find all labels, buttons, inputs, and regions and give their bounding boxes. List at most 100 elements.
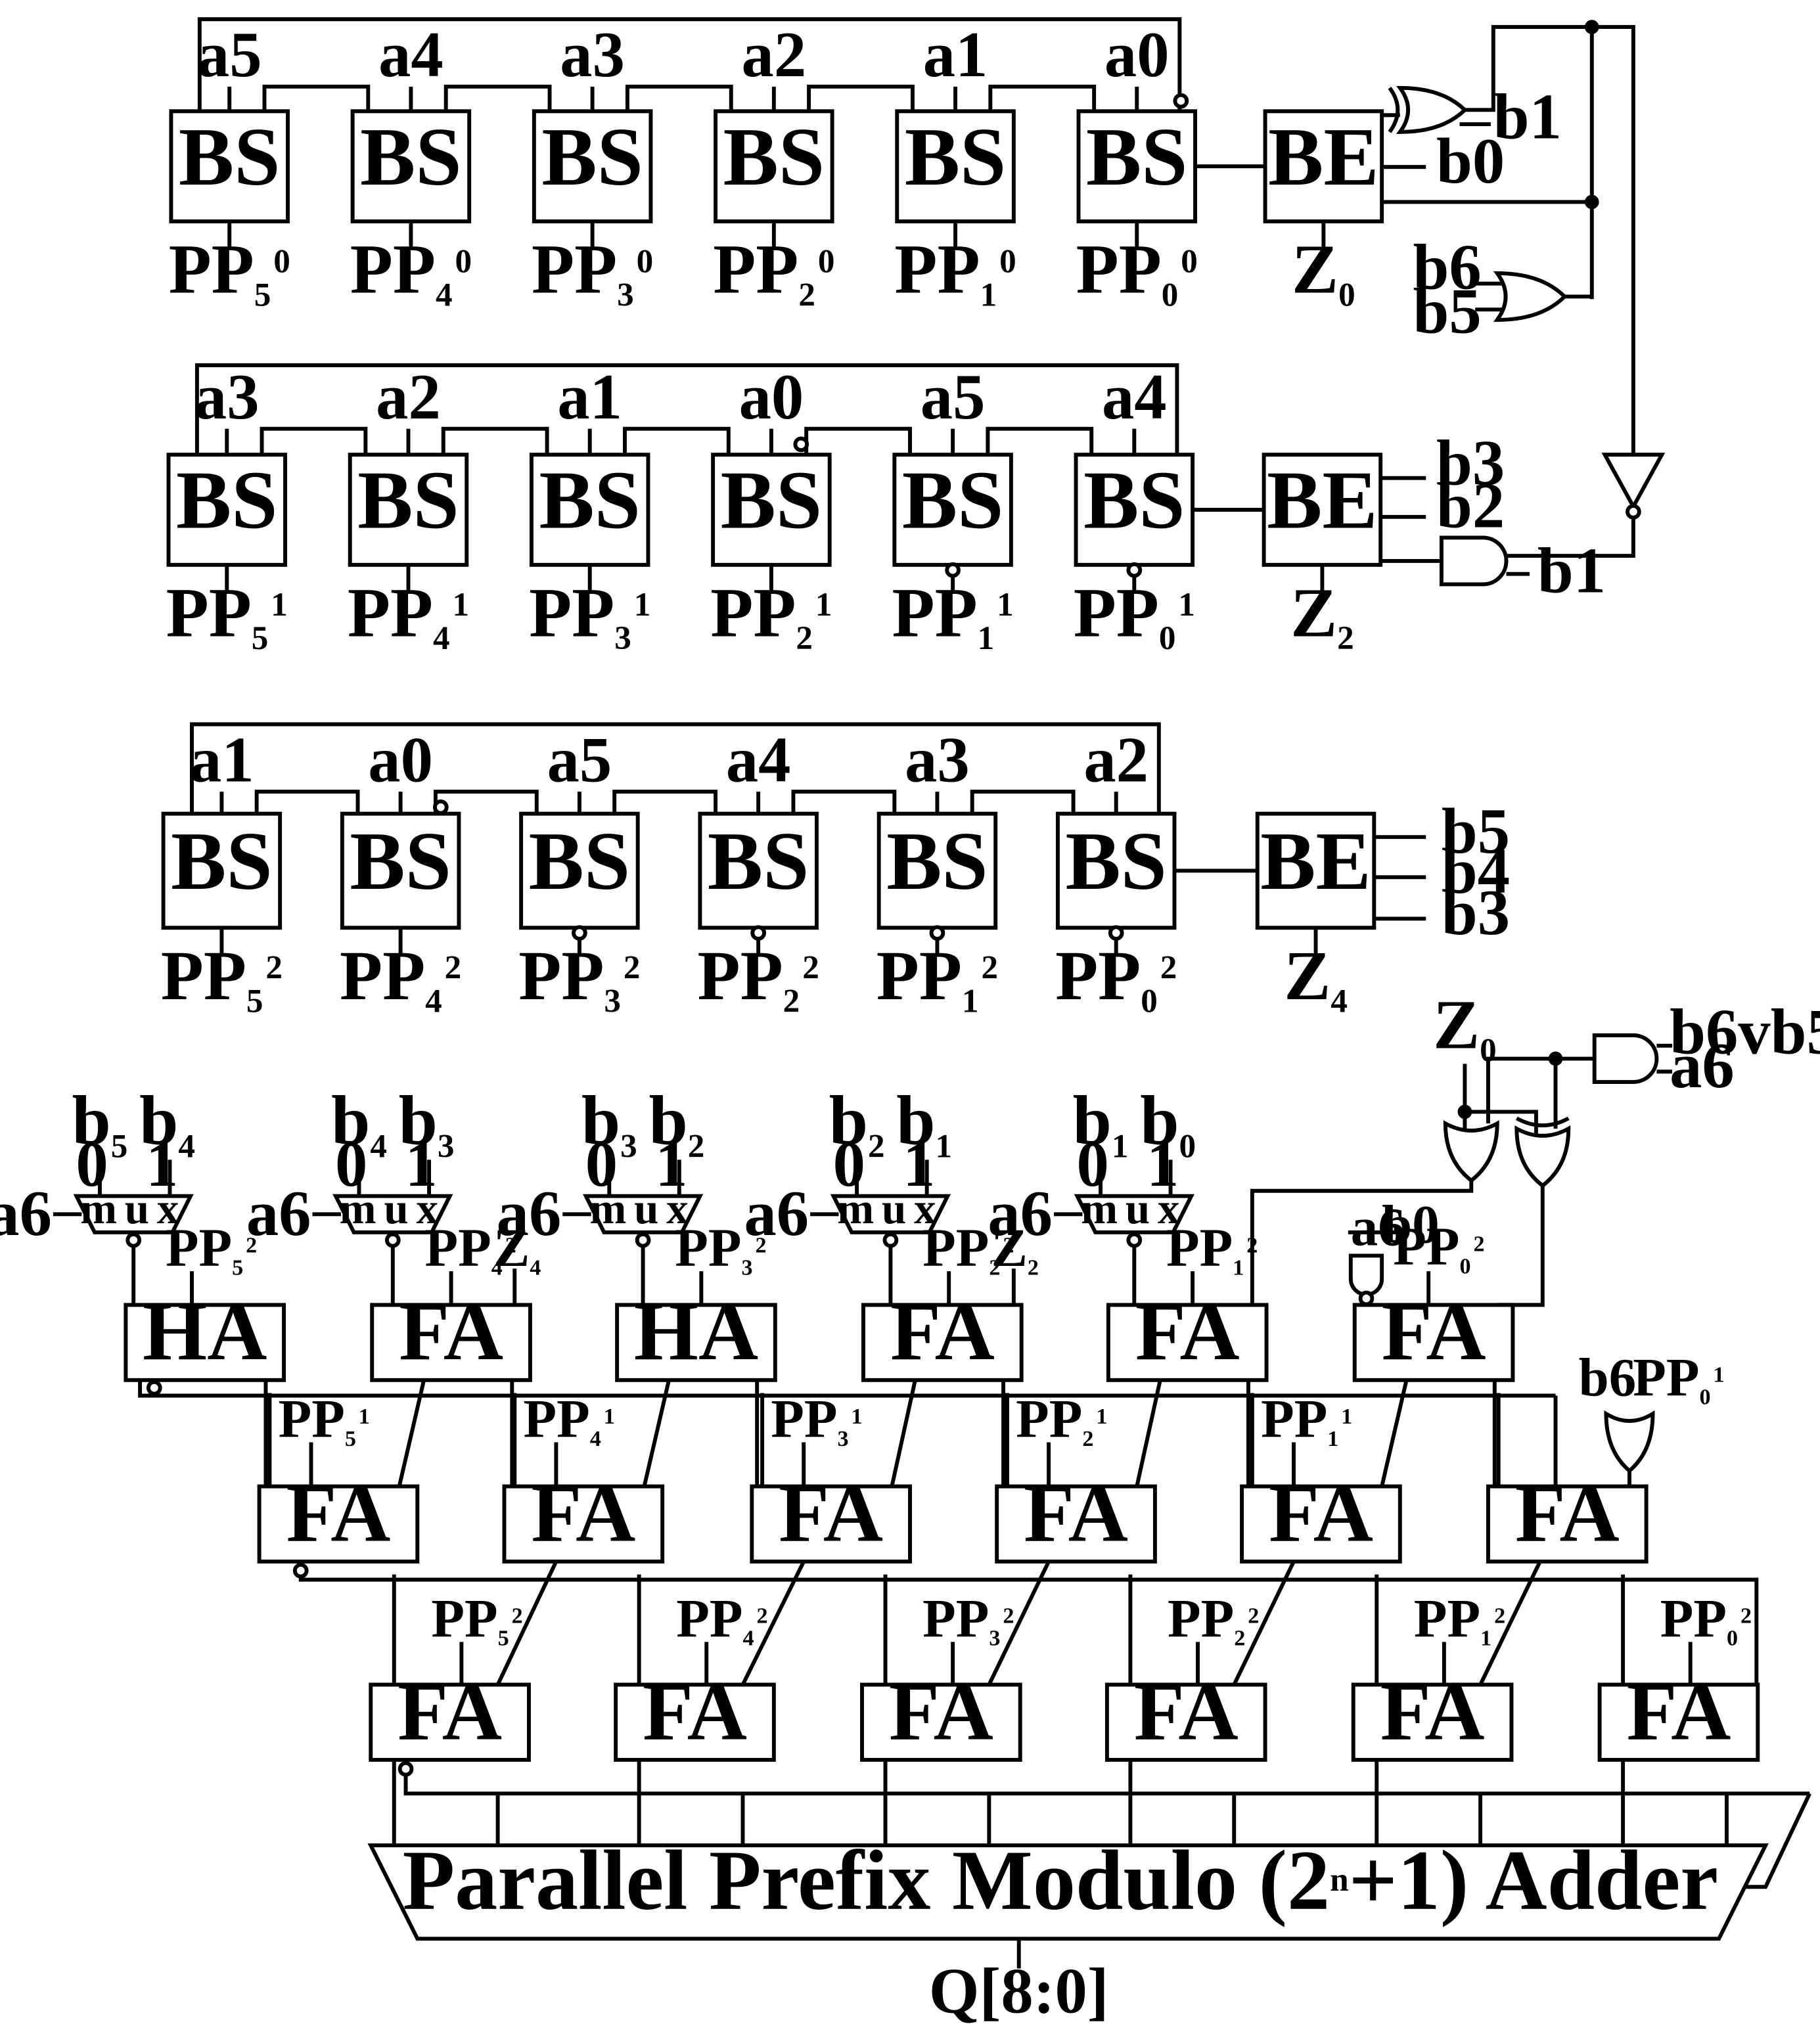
mux-zero-label: 0 [833,1129,865,1200]
mux-one-label: 1 [655,1129,687,1200]
row0-input-label: a4 [378,19,444,91]
carry-diagonal-wire-2 [1232,1560,1296,1686]
row2-input-label: a1 [189,724,254,796]
row1-chain-wire [441,426,549,455]
row1-bs-block [1074,453,1195,567]
inversion-bubble [1108,925,1124,941]
xor-gate-z0 [1514,1125,1571,1188]
row1-bs-block [166,453,288,567]
inversion-bubble [125,1232,142,1248]
carry-row1-line [138,1380,1556,1398]
row0-bs-block [895,109,1016,223]
row0-input-label: a0 [1104,19,1170,91]
inversion-bubble [882,1232,899,1248]
row2-bs-block [161,811,283,930]
or-out-to-fa-wire [1250,1180,1474,1305]
carry-diagonal-wire-2 [1478,1560,1542,1686]
inversion-bubble [398,1761,414,1777]
mux-in1-label: b2 [648,1083,704,1165]
row1-pp-label: PP11 [892,574,1014,657]
mux-pp-label: PP12 [1166,1217,1258,1280]
mux-trapezoid [332,1194,453,1234]
row2-bs-block [876,811,998,930]
adder-row2-label: FA [1515,1467,1620,1559]
row1-chain-wire [260,426,368,455]
corr-b0-label: b0 [1382,1194,1440,1255]
adder-row2-block [502,1484,665,1563]
row2-bs-label: BS [171,815,272,907]
or-gate-b6-pp01 [1604,1410,1655,1473]
adder-row2-label: FA [1024,1467,1128,1559]
corr-pp0-label: PP02 [1393,1216,1484,1278]
mux-in1-label: b3 [399,1083,455,1165]
blocks [73,20,1769,1941]
adder-row3-block [860,1682,1022,1762]
row2-pp-label: PP41 [523,1389,614,1451]
carry-diagonal-wire [890,1380,917,1487]
row1-bs-block [348,453,469,567]
row1-bs-block [529,453,650,567]
adder-row2-block [1486,1484,1649,1563]
row1-bs-label: BS [539,455,640,547]
row2-pp-label: PP22 [698,937,819,1020]
adder-row3-label: FA [889,1665,993,1757]
row1-z-label: Z2 [1290,574,1354,657]
adder-row2-block [995,1484,1157,1563]
adder-row3-label: FA [1134,1665,1239,1757]
xor-gate-z0-extra-arc [1515,1116,1570,1128]
row1-be-label: BE [1267,455,1377,547]
adder-row1-label: HA [143,1286,267,1378]
mux-zero-label: 0 [76,1129,108,1200]
carry-diagonal-wire [1380,1380,1409,1487]
mux-select-label: a6 [744,1178,809,1249]
row2-bs-block [519,811,640,930]
row1-input-label: a0 [739,361,804,433]
mux-select-label: a6 [0,1178,52,1249]
adder-row3-block [614,1682,776,1762]
row1-bs-label: BS [1083,455,1185,547]
adder-row2-label: FA [1269,1467,1373,1559]
row0-bs-label: BS [905,111,1006,203]
adder-row3-label: FA [1380,1665,1485,1757]
row2-pp-label: PP11 [1261,1389,1352,1451]
row2-pp-label: PP31 [771,1389,862,1451]
row3-pp-label: PP22 [1168,1588,1259,1650]
adder-row1-block [1106,1303,1269,1382]
row3-pp-label: PP42 [676,1588,767,1650]
corr-a6bar-label: a6 [1351,1197,1405,1257]
row2-be-block [1255,811,1376,930]
row0-bs-block [169,109,290,223]
row1-be-block [1262,453,1383,567]
vertical-bus-2 [1591,25,1635,462]
row1-b2-label: b2 [1436,470,1505,542]
row2-pp-label: PP51 [279,1389,370,1451]
adder-row2-block [1240,1484,1402,1563]
carry-diagonal-wire-2 [740,1560,806,1686]
adder-row3-block [1351,1682,1514,1762]
row1-bs-label: BS [721,455,822,547]
xor-gate-b1-extra-arc [1388,87,1400,133]
adder-row3-block [1104,1682,1267,1762]
or-gate-z0 [1443,1120,1499,1183]
mux-zero-label: 0 [1077,1129,1109,1200]
mux-z-label: Z4 [493,1217,541,1280]
row0-be-label: BE [1268,111,1378,203]
inversion-bubble [292,1562,309,1579]
row0-bs-block [1076,109,1198,223]
row1-input-label: a1 [557,361,622,433]
carry-diagonal-wire [397,1380,426,1487]
row2-pp-label: PP12 [876,937,998,1020]
row0-pp-label: PP20 [713,231,834,314]
row2-pp-label: PP52 [161,937,283,1020]
junction-dot [1457,1104,1472,1119]
row1-chain-wire [804,426,912,455]
adder-row2-block [750,1484,912,1563]
inversion-bubble [572,925,587,941]
row2-bs-label: BS [1065,815,1166,907]
inversion-bubble [945,562,961,578]
corr-b6vb5-label: b6vb5 [1670,997,1820,1068]
mux-label: mux [589,1184,696,1233]
row0-pp-label: PP10 [894,231,1016,314]
junction-dot [1548,1051,1563,1066]
row3-pp-label: PP12 [1414,1588,1505,1650]
